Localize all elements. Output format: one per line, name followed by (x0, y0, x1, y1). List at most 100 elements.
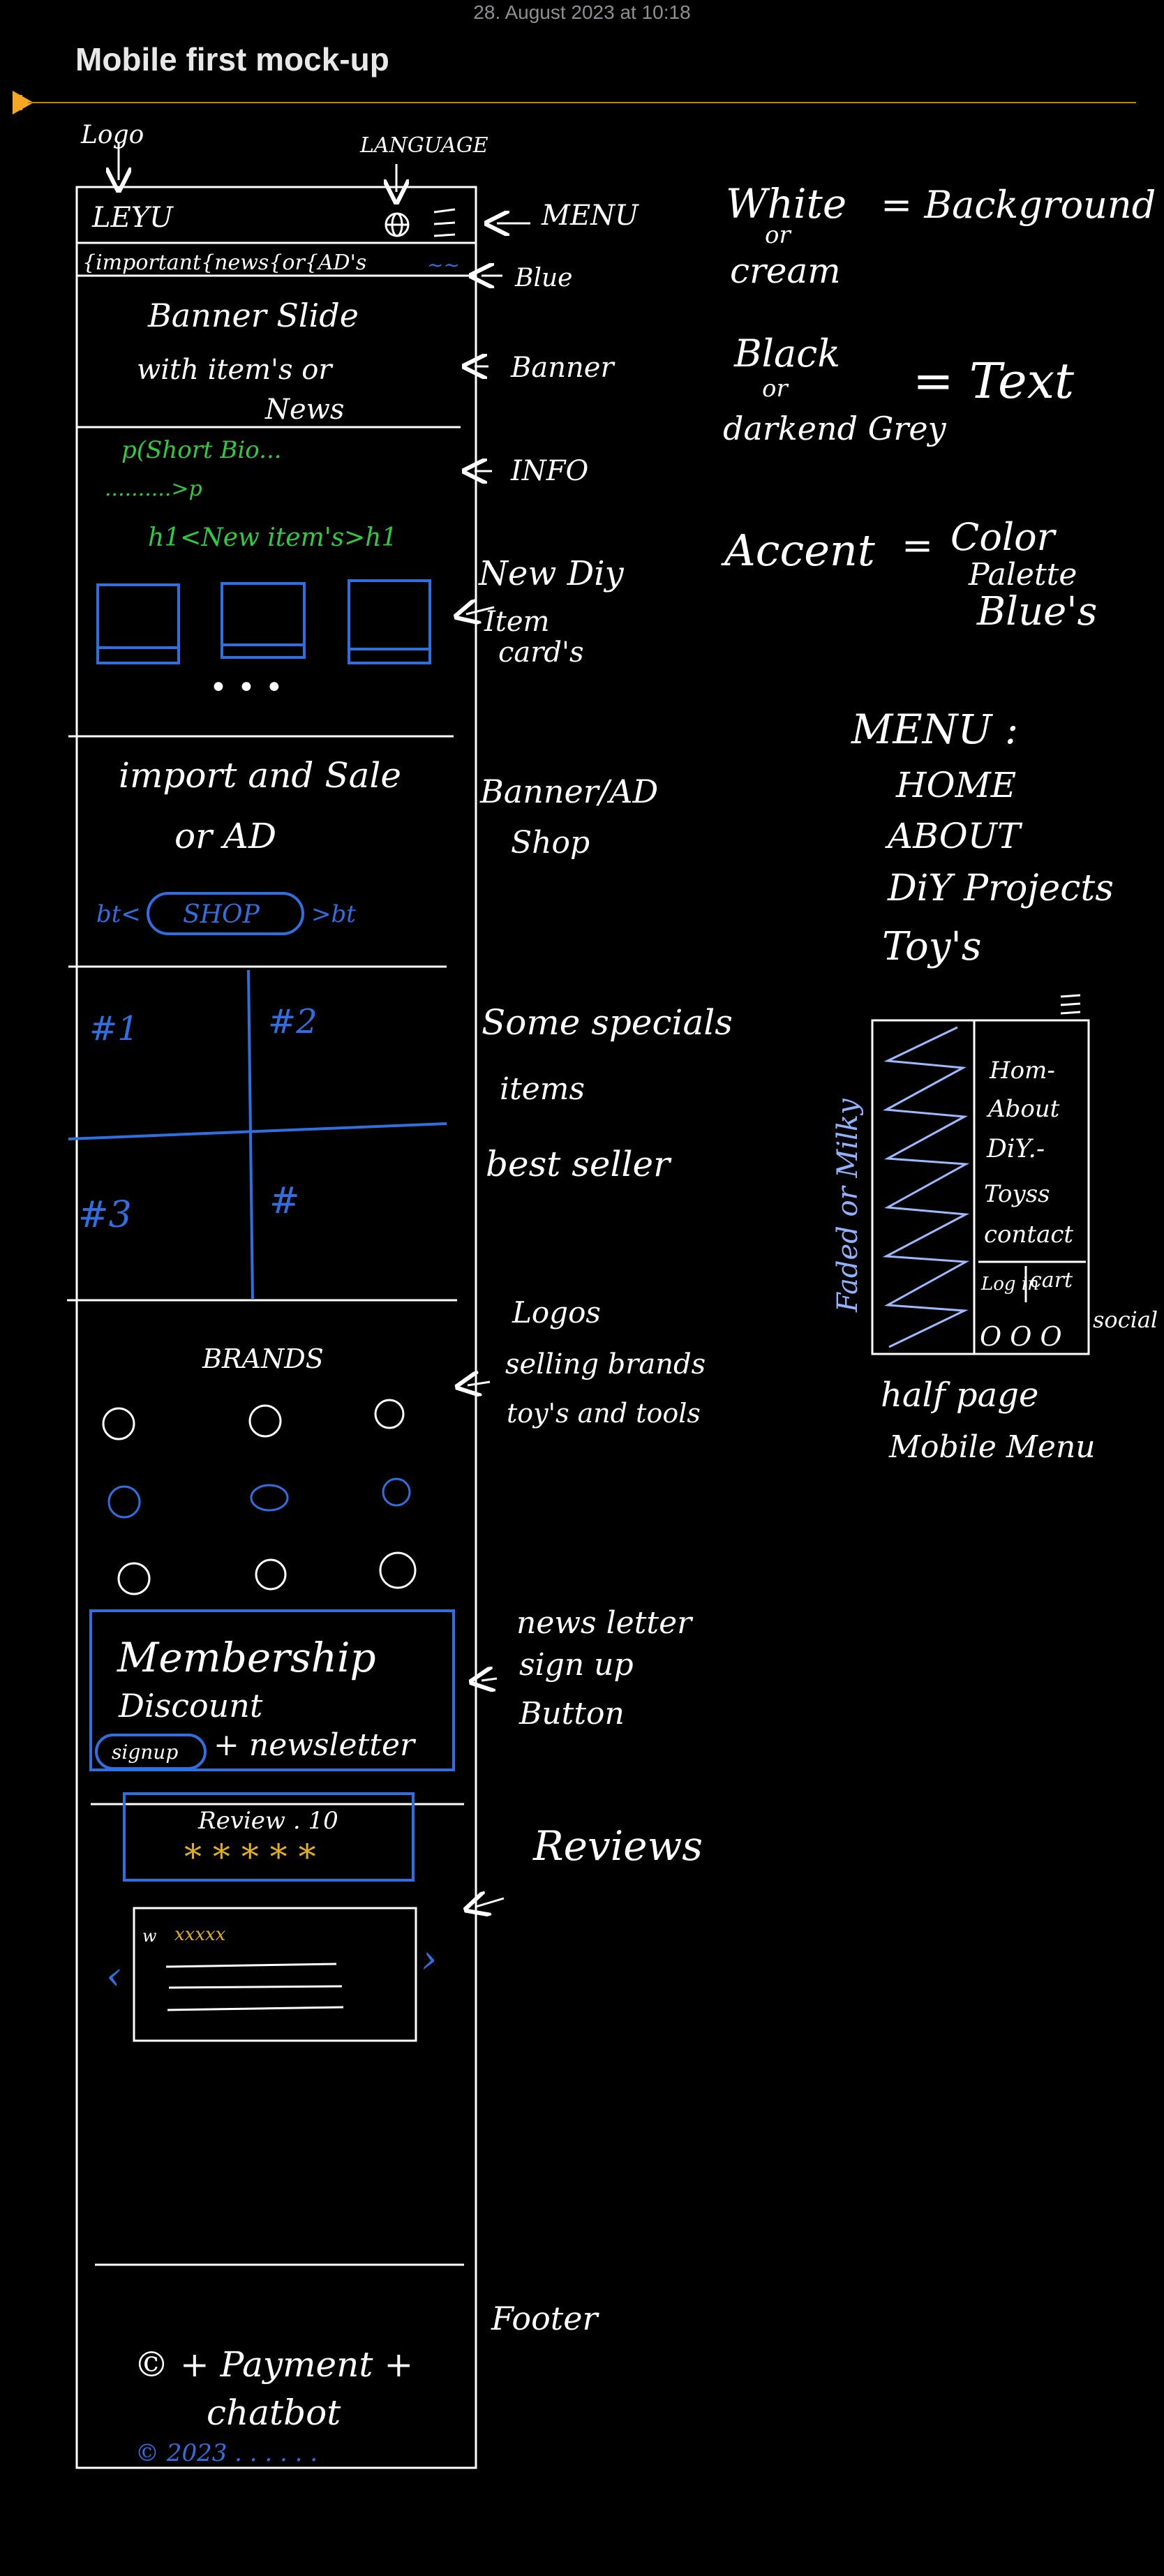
brand-logo[interactable] (382, 1477, 411, 1507)
membership-line-2: Discount (118, 1687, 263, 1725)
top-bar-blue-scribble: ~~ (427, 253, 460, 276)
annotation-banner-ad-1: Banner/AD (479, 773, 658, 810)
info-p-end: ..........>p (105, 477, 202, 501)
menu-list-item-about: ABOUT (885, 816, 1023, 856)
annotation-footer: Footer (491, 2300, 599, 2337)
grid-cell-2[interactable]: #2 (268, 1002, 318, 1041)
annotation-reviews: Reviews (532, 1822, 703, 1870)
menu-list-heading: MENU : (851, 706, 1018, 753)
review-summary-box (123, 1792, 415, 1882)
annotation-arrows (119, 143, 530, 1907)
timestamp: 28. August 2023 at 10:18 (473, 1, 691, 23)
grid-cell-1[interactable]: #1 (89, 1009, 139, 1048)
grid-cell-4[interactable]: # (269, 1180, 300, 1222)
mobile-menu-item-toys[interactable]: Toyss (984, 1180, 1050, 1208)
item-card[interactable] (221, 582, 306, 659)
brand-logo[interactable] (107, 1485, 141, 1519)
chevron-right-icon[interactable]: › (421, 1937, 437, 1982)
banner-line-2: with item's or (137, 354, 334, 386)
phone-frame (75, 186, 477, 2469)
item-card[interactable] (348, 579, 431, 664)
menu-list-item-home: HOME (895, 765, 1016, 805)
globe-icon[interactable] (385, 212, 410, 237)
logo-text[interactable]: LEYU (91, 202, 174, 234)
hamburger-menu-icon[interactable] (1060, 994, 1081, 1015)
banner-line-3: News (264, 394, 344, 426)
annotation-language: LANGUAGE (359, 133, 488, 158)
membership-box (89, 1609, 455, 1771)
legend-dark-grey: darkend Grey (723, 410, 947, 447)
legend-or-1: or (765, 221, 791, 249)
legend-palette: Palette (968, 557, 1077, 593)
footer-line-2: chatbot (207, 2392, 341, 2433)
mobile-menu-cart[interactable]: cart (1030, 1268, 1073, 1293)
mobile-menu-item-diy[interactable]: DiY.- (986, 1135, 1045, 1163)
annotation-logos-2: selling brands (505, 1348, 706, 1380)
annotation-menu: MENU (541, 200, 639, 232)
hamburger-menu-icon[interactable] (433, 208, 456, 237)
shop-button[interactable]: SHOP (147, 892, 304, 935)
review-card-stars: xxxxx (174, 1924, 226, 1945)
annotation-specials-1: Some specials (482, 1002, 733, 1043)
faded-overlay-scribble (882, 1026, 970, 1348)
bt-open: bt< (96, 900, 141, 928)
legend-eq-background: = Background (881, 183, 1156, 227)
mobile-menu-item-home[interactable]: Hom- (989, 1057, 1055, 1085)
item-card-list (96, 579, 431, 664)
info-bio: p(Short Bio... (121, 436, 282, 464)
annotation-new-diy: New Diy (478, 554, 625, 593)
sale-line-1: import and Sale (119, 755, 401, 796)
top-bar-text: {important{news{or{AD's (82, 251, 366, 275)
legend-eq: = (902, 523, 933, 567)
review-title: Review . 10 (197, 1807, 338, 1835)
mobile-menu-social-label: social (1093, 1306, 1158, 1333)
legend-white: White (726, 180, 846, 228)
item-card[interactable] (96, 583, 180, 664)
menu-list-item-diy: DiY Projects (887, 868, 1114, 909)
footer-copyright: © 2023 . . . . . . (135, 2439, 318, 2467)
mobile-menu-login[interactable]: Log in (980, 1274, 1039, 1295)
annotation-newsletter-1: news letter (516, 1605, 694, 1641)
legend-cream: cream (730, 251, 841, 291)
shop-button-label[interactable]: SHOP (183, 900, 260, 929)
bt-close: >bt (311, 900, 356, 928)
brand-logo[interactable] (117, 1562, 151, 1595)
brand-logo[interactable] (250, 1484, 289, 1512)
more-dots[interactable]: • • • (209, 670, 283, 706)
mobile-menu-item-contact[interactable]: contact (984, 1221, 1073, 1249)
legend-accent: Accent (721, 525, 875, 576)
annotation-blue: Blue (514, 264, 572, 292)
new-items-heading: h1<New item's>h1 (148, 523, 397, 552)
annotation-newsletter-2: sign up (519, 1647, 634, 1683)
mobile-menu-item-about[interactable]: About (986, 1095, 1060, 1123)
banner-line-1: Banner Slide (147, 297, 359, 334)
review-stars: * * * * * (184, 1837, 316, 1877)
plus-newsletter: + newsletter (214, 1727, 417, 1763)
page-title: Mobile first mock-up (75, 41, 389, 77)
signup-button-label[interactable]: signup (112, 1741, 178, 1764)
annotation-info: INFO (510, 455, 588, 487)
faded-label: Faded or Milky (832, 1098, 864, 1313)
legend-color: Color (950, 515, 1057, 559)
annotation-banner-ad-2: Shop (511, 825, 590, 861)
annotation-logos-3: toy's and tools (507, 1398, 701, 1429)
brand-logo[interactable] (255, 1558, 287, 1591)
legend-blues: Blue's (976, 589, 1097, 634)
chevron-left-icon[interactable]: ‹ (106, 1953, 121, 1999)
grid-cell-3[interactable]: #3 (78, 1194, 132, 1236)
mobile-menu-social-icons[interactable]: O O O (980, 1321, 1062, 1352)
annotation-specials-2: items (500, 1071, 585, 1107)
mobile-menu-frame (871, 1019, 1090, 1355)
mobile-menu-caption-2: Mobile Menu (888, 1429, 1096, 1465)
brand-logo[interactable] (374, 1399, 405, 1429)
annotation-specials-3: best seller (486, 1144, 672, 1184)
review-card-avatar: w (142, 1926, 157, 1946)
title-divider (28, 102, 1136, 103)
phone-wireframe (67, 186, 477, 2469)
brand-logo[interactable] (102, 1407, 135, 1440)
brand-logo[interactable] (379, 1551, 417, 1589)
brand-logo[interactable] (248, 1404, 282, 1438)
review-card[interactable] (133, 1907, 417, 2042)
signup-button[interactable]: signup (95, 1734, 207, 1770)
